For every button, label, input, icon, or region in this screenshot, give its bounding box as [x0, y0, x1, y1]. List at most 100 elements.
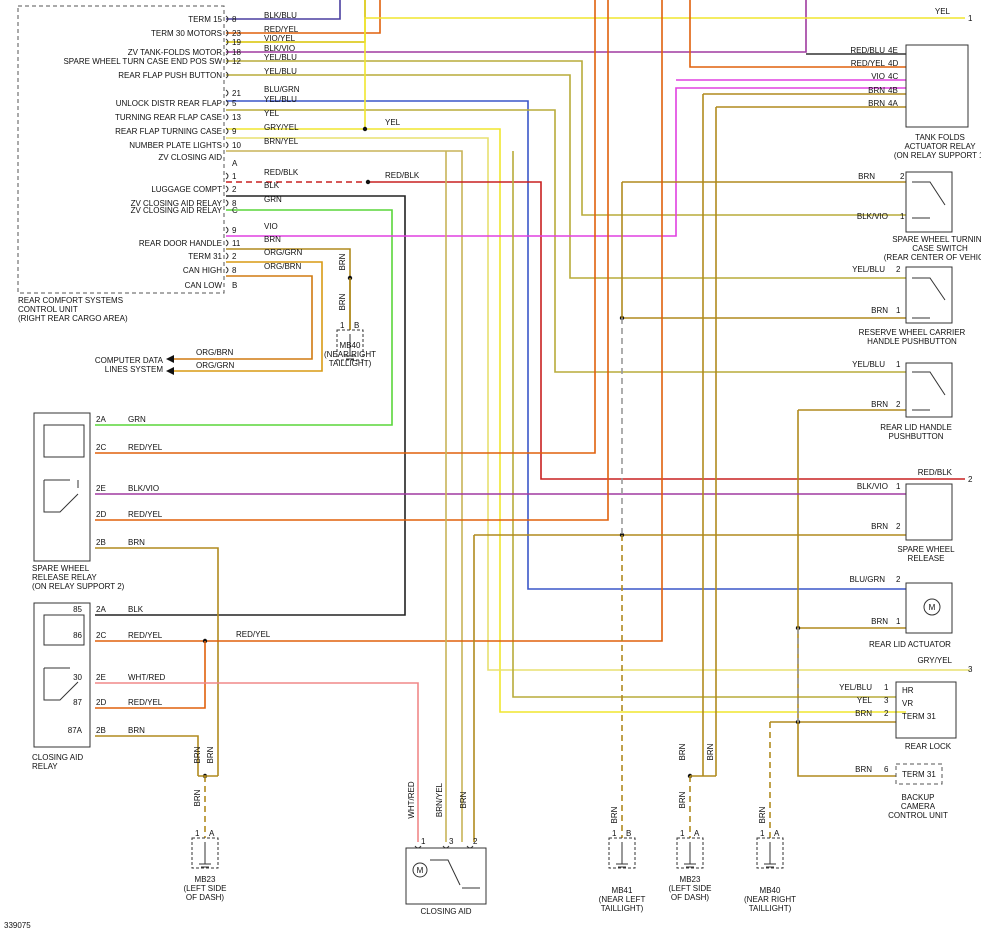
cu-connector-3: [225, 48, 229, 56]
spare-relay-wire-1: RED/YEL: [128, 443, 163, 452]
cu-connector-4: [225, 57, 229, 65]
cu-pin-label-16: ZV CLOSING AID RELAY: [131, 206, 223, 215]
cu-pin-num-10: 10: [232, 141, 241, 150]
cu-connector-10: [225, 141, 229, 149]
lock-pin-2: 2: [884, 709, 889, 718]
cu-connector-0: [225, 15, 229, 23]
ref-3: 3: [968, 665, 973, 674]
cu-pin-num-2: 19: [232, 38, 241, 47]
wires-layer: [95, 0, 970, 842]
yel-top-label: YEL: [935, 7, 951, 16]
cu-pin-label-18: REAR DOOR HANDLE: [139, 239, 222, 248]
spare-switch-name-line-1: CASE SWITCH: [912, 244, 968, 253]
ground-pin-b-mb23b: A: [694, 829, 700, 838]
cu-pin-label-4: SPARE WHEEL TURN CASE END POS SW: [63, 57, 222, 66]
closing-motor-glyph: M: [417, 866, 424, 875]
wire-red-blk-1b: [370, 181, 965, 480]
cu-connector-18: [225, 239, 229, 247]
ground-pin-a-mb23a: 1: [195, 829, 200, 838]
rear-lid-button-name-line-1: PUSHBUTTON: [889, 432, 944, 441]
cu-wire-label-20: ORG/BRN: [264, 262, 302, 271]
cu-connector-8: [225, 113, 229, 121]
closing-aid-switch-icon: [430, 859, 480, 889]
cu-name-line-1: CONTROL UNIT: [18, 305, 78, 314]
closing-aid-relay: [33, 602, 91, 748]
wire-yel-blu-5: [226, 109, 906, 373]
ground-mb23b: [676, 837, 704, 869]
ground-pin-b-mb40b: A: [774, 829, 780, 838]
rear-lock: [895, 681, 957, 739]
cu-pin-num-15: 8: [232, 199, 237, 208]
cu-wire-label-17: VIO: [264, 222, 278, 231]
cu-pin-label-3: ZV TANK-FOLDS MOTOR: [128, 48, 222, 57]
switch-contact-icon: [912, 181, 946, 219]
org-grn-label: ORG/GRN: [196, 361, 234, 370]
wire-blk-vio-18: [226, 0, 807, 53]
spare-relay-pin-1: 2C: [96, 443, 106, 452]
pushbutton-contact-icon: [912, 277, 946, 319]
cu-pin-num-1: 23: [232, 29, 241, 38]
rear-lock-name-line-0: REAR LOCK: [905, 742, 952, 751]
wire-gry-yel-9: [226, 137, 970, 671]
wire-vio-yel: [226, 0, 366, 43]
ground-pin-a-mb41: 1: [612, 829, 617, 838]
cu-wire-label-4: YEL/BLU: [264, 53, 297, 62]
spare-sw-wire-0: BRN: [858, 172, 875, 181]
junction-red-blk: [365, 179, 371, 185]
wire-cl-red-yel-2c: [95, 0, 663, 642]
spare-switch-name-line-2: (REAR CENTER OF VEHICLE): [884, 253, 981, 262]
cu-connector-5: [225, 71, 229, 79]
ground-pin-b-mb41: B: [626, 829, 631, 838]
lock-wire-0: YEL/BLU: [839, 683, 872, 692]
cu-pin-num-0: 8: [232, 15, 237, 24]
lid-button-contact-icon: [912, 371, 946, 411]
yel-mid-label: YEL: [385, 118, 401, 127]
closing-relay-name-line-1: RELAY: [32, 762, 58, 771]
cu-pin-num-8: 13: [232, 113, 241, 122]
spare-switch-name-line-0: SPARE WHEEL TURNING: [892, 235, 981, 244]
org-brn-label: ORG/BRN: [196, 348, 234, 357]
closing-aid: [405, 847, 487, 905]
wire-cl-wht-red: [95, 682, 419, 842]
wire-spr-brn-2b: [95, 547, 219, 776]
closing-relay-coil-icon: [43, 614, 85, 646]
ground-name-mb23b-line-1: (LEFT SIDE: [669, 884, 712, 893]
reserve-button-name-line-0: RESERVE WHEEL CARRIER: [859, 328, 966, 337]
rear-lid-wire-1: BRN: [871, 400, 888, 409]
spare-sw-pin-0: 2: [900, 172, 905, 181]
cu-pin-label-19: TERM 31: [188, 252, 222, 261]
wire-yel-top: [364, 17, 965, 129]
tank-relay-name-line-0: TANK FOLDS: [915, 133, 965, 142]
mb40a-wire-label-2: BRN: [338, 293, 347, 310]
relay-coil-icon: [43, 424, 85, 458]
ground-mb40a: [336, 329, 364, 361]
cu-connector-19: [225, 252, 229, 260]
wire-spr-red-yel-2d: [95, 0, 609, 521]
lock-term-0: HR: [902, 686, 914, 695]
closing-relay-wire-2: WHT/RED: [128, 673, 166, 682]
spare-rel-pin-0: 1: [896, 482, 901, 491]
tank-wire-0: RED/BLU: [850, 46, 885, 55]
tank-folds-actuator-relay: [905, 44, 969, 128]
tank-wire-1: RED/YEL: [851, 59, 886, 68]
closing-relay-name-line-0: CLOSING AID: [32, 753, 83, 762]
closing-relay-wire-0: BLK: [128, 605, 144, 614]
closing-relay-pin-3: 2D: [96, 698, 106, 707]
rear-lid-wire-0: YEL/BLU: [852, 360, 885, 369]
rear-lid-button-name-line-0: REAR LID HANDLE: [880, 423, 952, 432]
camera-term: TERM 31: [902, 770, 936, 779]
ground-mb40b: [756, 837, 784, 869]
closing-relay-pin-1: 2C: [96, 631, 106, 640]
cu-pin-label-21: CAN LOW: [185, 281, 223, 290]
cu-pin-num-18: 11: [232, 239, 241, 248]
reserve-button-name-line-1: HANDLE PUSHBUTTON: [867, 337, 957, 346]
ground-name-mb40a-line-0: MB40: [340, 341, 361, 350]
reserve-pin-0: 2: [896, 265, 901, 274]
ground-symbol-icon: [344, 334, 356, 360]
cu-wire-label-10: BRN/YEL: [264, 137, 299, 146]
wire-term15: [226, 0, 341, 20]
arrow-org-grn-icon: [166, 367, 174, 375]
cu-wire-label-2: VIO/YEL: [264, 34, 296, 43]
closing-relay-term-2: 30: [73, 673, 82, 682]
cu-connector-17: [225, 226, 229, 234]
